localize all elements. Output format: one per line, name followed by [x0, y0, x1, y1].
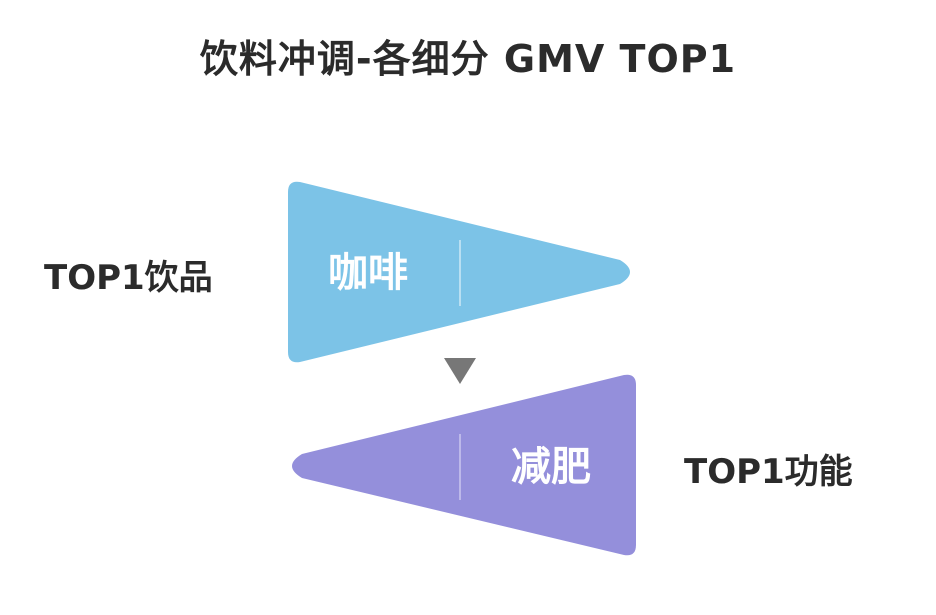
bottom-side-label: TOP1功能: [684, 452, 853, 492]
bottom-category-text: 减肥: [511, 444, 591, 490]
top-category-text: 咖啡: [328, 250, 408, 296]
diagram-title: 饮料冲调-各细分 GMV TOP1: [199, 37, 737, 81]
top-side-label: TOP1饮品: [44, 258, 213, 298]
down-arrow-icon: [444, 358, 476, 384]
bottom-triangle: [292, 374, 636, 556]
